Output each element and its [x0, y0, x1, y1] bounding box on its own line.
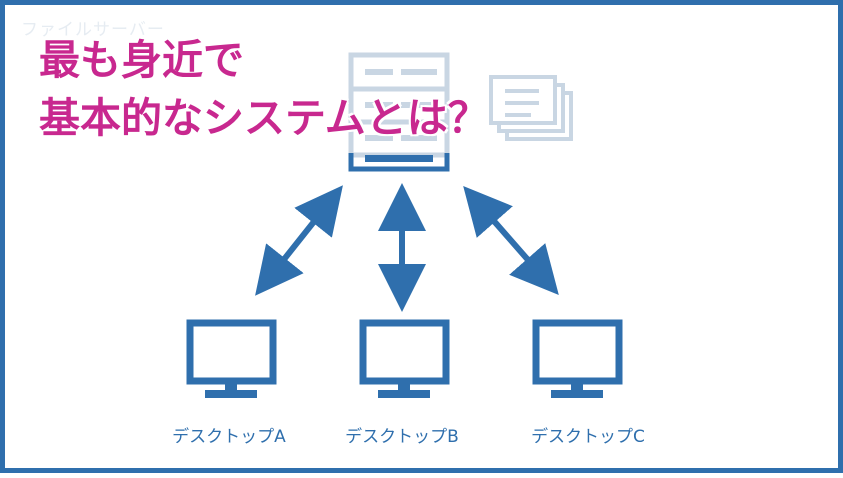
- file-server-label: ファイルサーバー: [21, 20, 165, 40]
- desktop-a-label: デスクトップA: [172, 427, 286, 447]
- arrow-server-desktop-c: [463, 185, 559, 296]
- desktop-a-monitor-icon: [186, 319, 277, 398]
- title-line-1: 最も身近で: [39, 36, 244, 84]
- desktop-c-label: デスクトップC: [531, 427, 645, 447]
- desktop-c-monitor-icon: [532, 319, 623, 398]
- title-line-2: 基本的なシステムとは？: [39, 94, 489, 142]
- slide-title: 最も身近で 基本的なシステムとは？: [39, 31, 489, 147]
- desktop-b-monitor-icon: [359, 319, 450, 398]
- document-stack-icon: [489, 75, 573, 141]
- network-diagram: [186, 52, 623, 398]
- server-icon: [348, 52, 450, 172]
- arrow-server-desktop-a: [255, 185, 343, 296]
- desktop-b-label: デスクトップB: [345, 427, 459, 447]
